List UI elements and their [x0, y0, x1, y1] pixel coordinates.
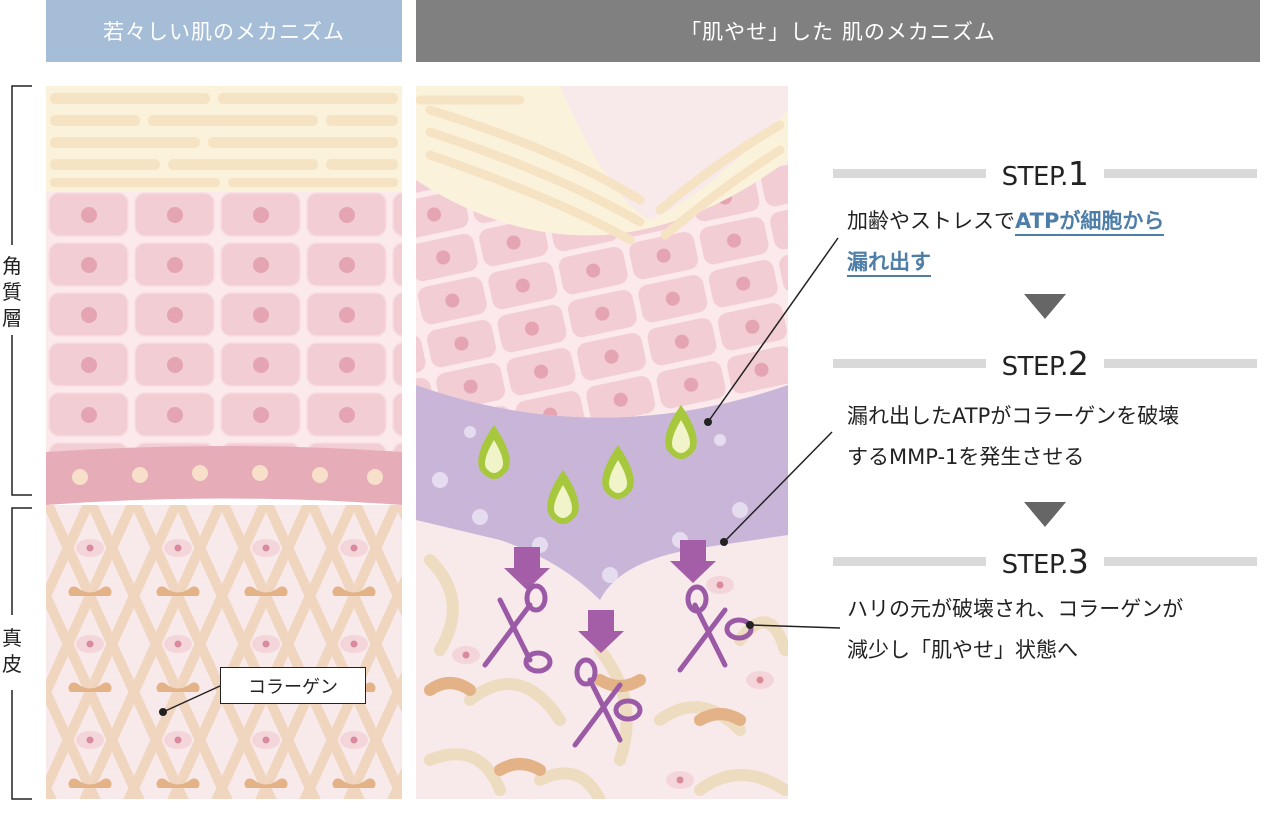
step-1-title: STEP.1: [986, 154, 1105, 193]
step-1-highlight-2: 漏れ出す: [847, 250, 931, 277]
step-2-title: STEP.2: [986, 344, 1105, 383]
step-1-text: 加齢やストレスでATPが細胞から 漏れ出す: [847, 201, 1267, 283]
step-3-heading: STEP.3: [833, 542, 1257, 581]
header-thinning-skin: 「肌やせ」した 肌のメカニズム: [416, 0, 1260, 62]
dermis-collagen-broken: [424, 554, 788, 799]
step-2-line-1: 漏れ出したATPがコラーゲンを破壊: [847, 404, 1180, 428]
stratum-corneum-lines: [50, 93, 398, 187]
down-arrow-icon: [504, 540, 716, 653]
epidermis-cells: [46, 192, 402, 452]
step-2-line-2: するMMP-1を発生させる: [847, 445, 1085, 469]
step-3-line-1: ハリの元が破壊され、コラーゲンが: [847, 597, 1184, 621]
step-bar-right: [1104, 358, 1257, 368]
thinning-skin-panel: [416, 86, 788, 799]
triangle-down-icon: [1024, 294, 1066, 319]
epidermis-cells-thin: [416, 160, 788, 418]
label-collagen: コラーゲン: [220, 667, 366, 704]
stratum-corneum-thin: [416, 86, 788, 236]
label-stratum-corneum: 角質層: [2, 254, 22, 330]
side-bracket: [11, 85, 32, 800]
triangle-down-icon: [1024, 502, 1066, 527]
step-bar-left: [833, 556, 986, 566]
step-prefix: STEP.: [1001, 549, 1069, 580]
step-2-heading: STEP.2: [833, 344, 1257, 383]
atp-drop-icon: [478, 405, 697, 524]
header-young-skin: 若々しい肌のメカニズム: [46, 0, 402, 62]
step-bar-left: [833, 168, 986, 178]
step-1-highlight-1: ATPが細胞から: [1015, 209, 1165, 236]
scissors-icon: [482, 583, 754, 748]
step-3-line-2: 減少し「肌やせ」状態へ: [847, 638, 1078, 662]
step-number: 1: [1067, 153, 1089, 193]
step-1-heading: STEP.1: [833, 154, 1257, 193]
step-bar-right: [1104, 168, 1257, 178]
step-3-title: STEP.3: [986, 542, 1105, 581]
label-dermis: 真皮: [2, 626, 22, 676]
step-prefix: STEP.: [1001, 351, 1069, 382]
step-2-text: 漏れ出したATPがコラーゲンを破壊 するMMP-1を発生させる: [847, 396, 1267, 478]
step-number: 2: [1067, 343, 1089, 383]
step-1-text-plain: 加齢やストレスで: [847, 209, 1015, 233]
step-prefix: STEP.: [1001, 161, 1069, 192]
young-skin-panel: [46, 86, 402, 799]
basal-layer: [46, 446, 402, 505]
step-bar-left: [833, 358, 986, 368]
dermis-collagen: [46, 505, 402, 799]
step-3-text: ハリの元が破壊され、コラーゲンが 減少し「肌やせ」状態へ: [847, 589, 1267, 671]
step-bar-right: [1104, 556, 1257, 566]
step-number: 3: [1067, 541, 1089, 581]
